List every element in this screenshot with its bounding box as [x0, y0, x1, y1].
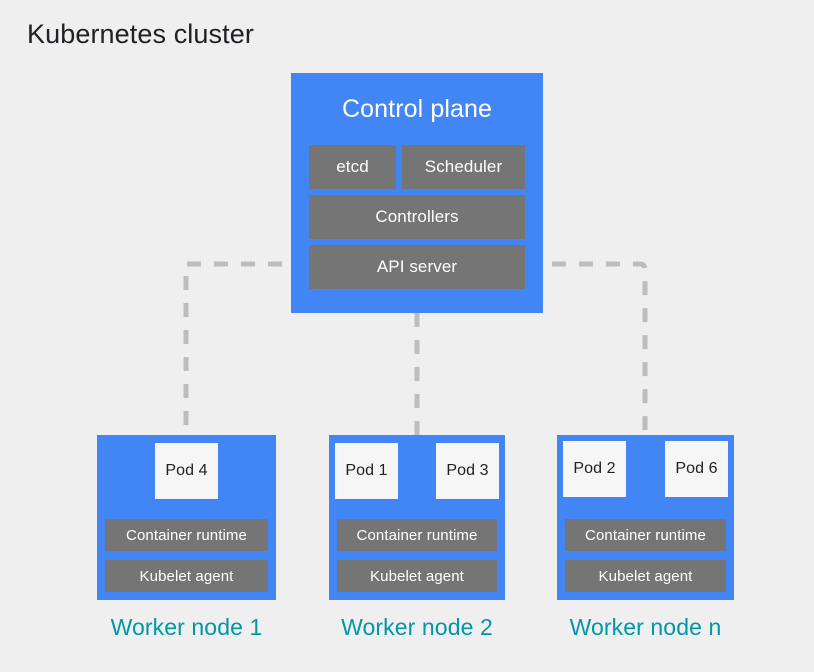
worker-node-n-box[interactable]: Pod 2 Pod 6 Container runtime Kubelet ag…	[557, 435, 734, 600]
control-plane-title: Control plane	[341, 95, 492, 123]
worker-node-2-kubelet-agent[interactable]: Kubelet agent	[337, 560, 497, 592]
worker-node-n-caption: Worker node n	[569, 614, 722, 640]
control-plane-box[interactable]: Control plane etcd Scheduler Controllers…	[291, 73, 543, 313]
worker-node-1-caption: Worker node 1	[110, 614, 263, 640]
pod-1[interactable]: Pod 1	[335, 443, 398, 499]
pod-6[interactable]: Pod 6	[665, 441, 728, 497]
pod-4[interactable]: Pod 4	[155, 443, 218, 499]
page-title: Kubernetes cluster	[27, 19, 254, 49]
worker-node-2-container-runtime[interactable]: Container runtime	[337, 519, 497, 551]
worker-node-2-box[interactable]: Pod 1 Pod 3 Container runtime Kubelet ag…	[329, 435, 505, 600]
worker-node-1-box[interactable]: Pod 4 Container runtime Kubelet agent	[97, 435, 276, 600]
pod-2[interactable]: Pod 2	[563, 441, 626, 497]
pod-3[interactable]: Pod 3	[436, 443, 499, 499]
worker-node-2-caption: Worker node 2	[341, 614, 493, 640]
worker-node-n-kubelet-agent[interactable]: Kubelet agent	[565, 560, 726, 592]
worker-node-1-container-runtime[interactable]: Container runtime	[105, 519, 268, 551]
control-plane-component-scheduler[interactable]: Scheduler	[402, 145, 525, 189]
control-plane-component-api-server[interactable]: API server	[309, 245, 525, 289]
worker-node-n-container-runtime[interactable]: Container runtime	[565, 519, 726, 551]
control-plane-component-controllers[interactable]: Controllers	[309, 195, 525, 239]
connector-control-plane-to-worker-n	[525, 261, 648, 435]
control-plane-component-etcd[interactable]: etcd	[309, 145, 396, 189]
worker-node-1-kubelet-agent[interactable]: Kubelet agent	[105, 560, 268, 592]
